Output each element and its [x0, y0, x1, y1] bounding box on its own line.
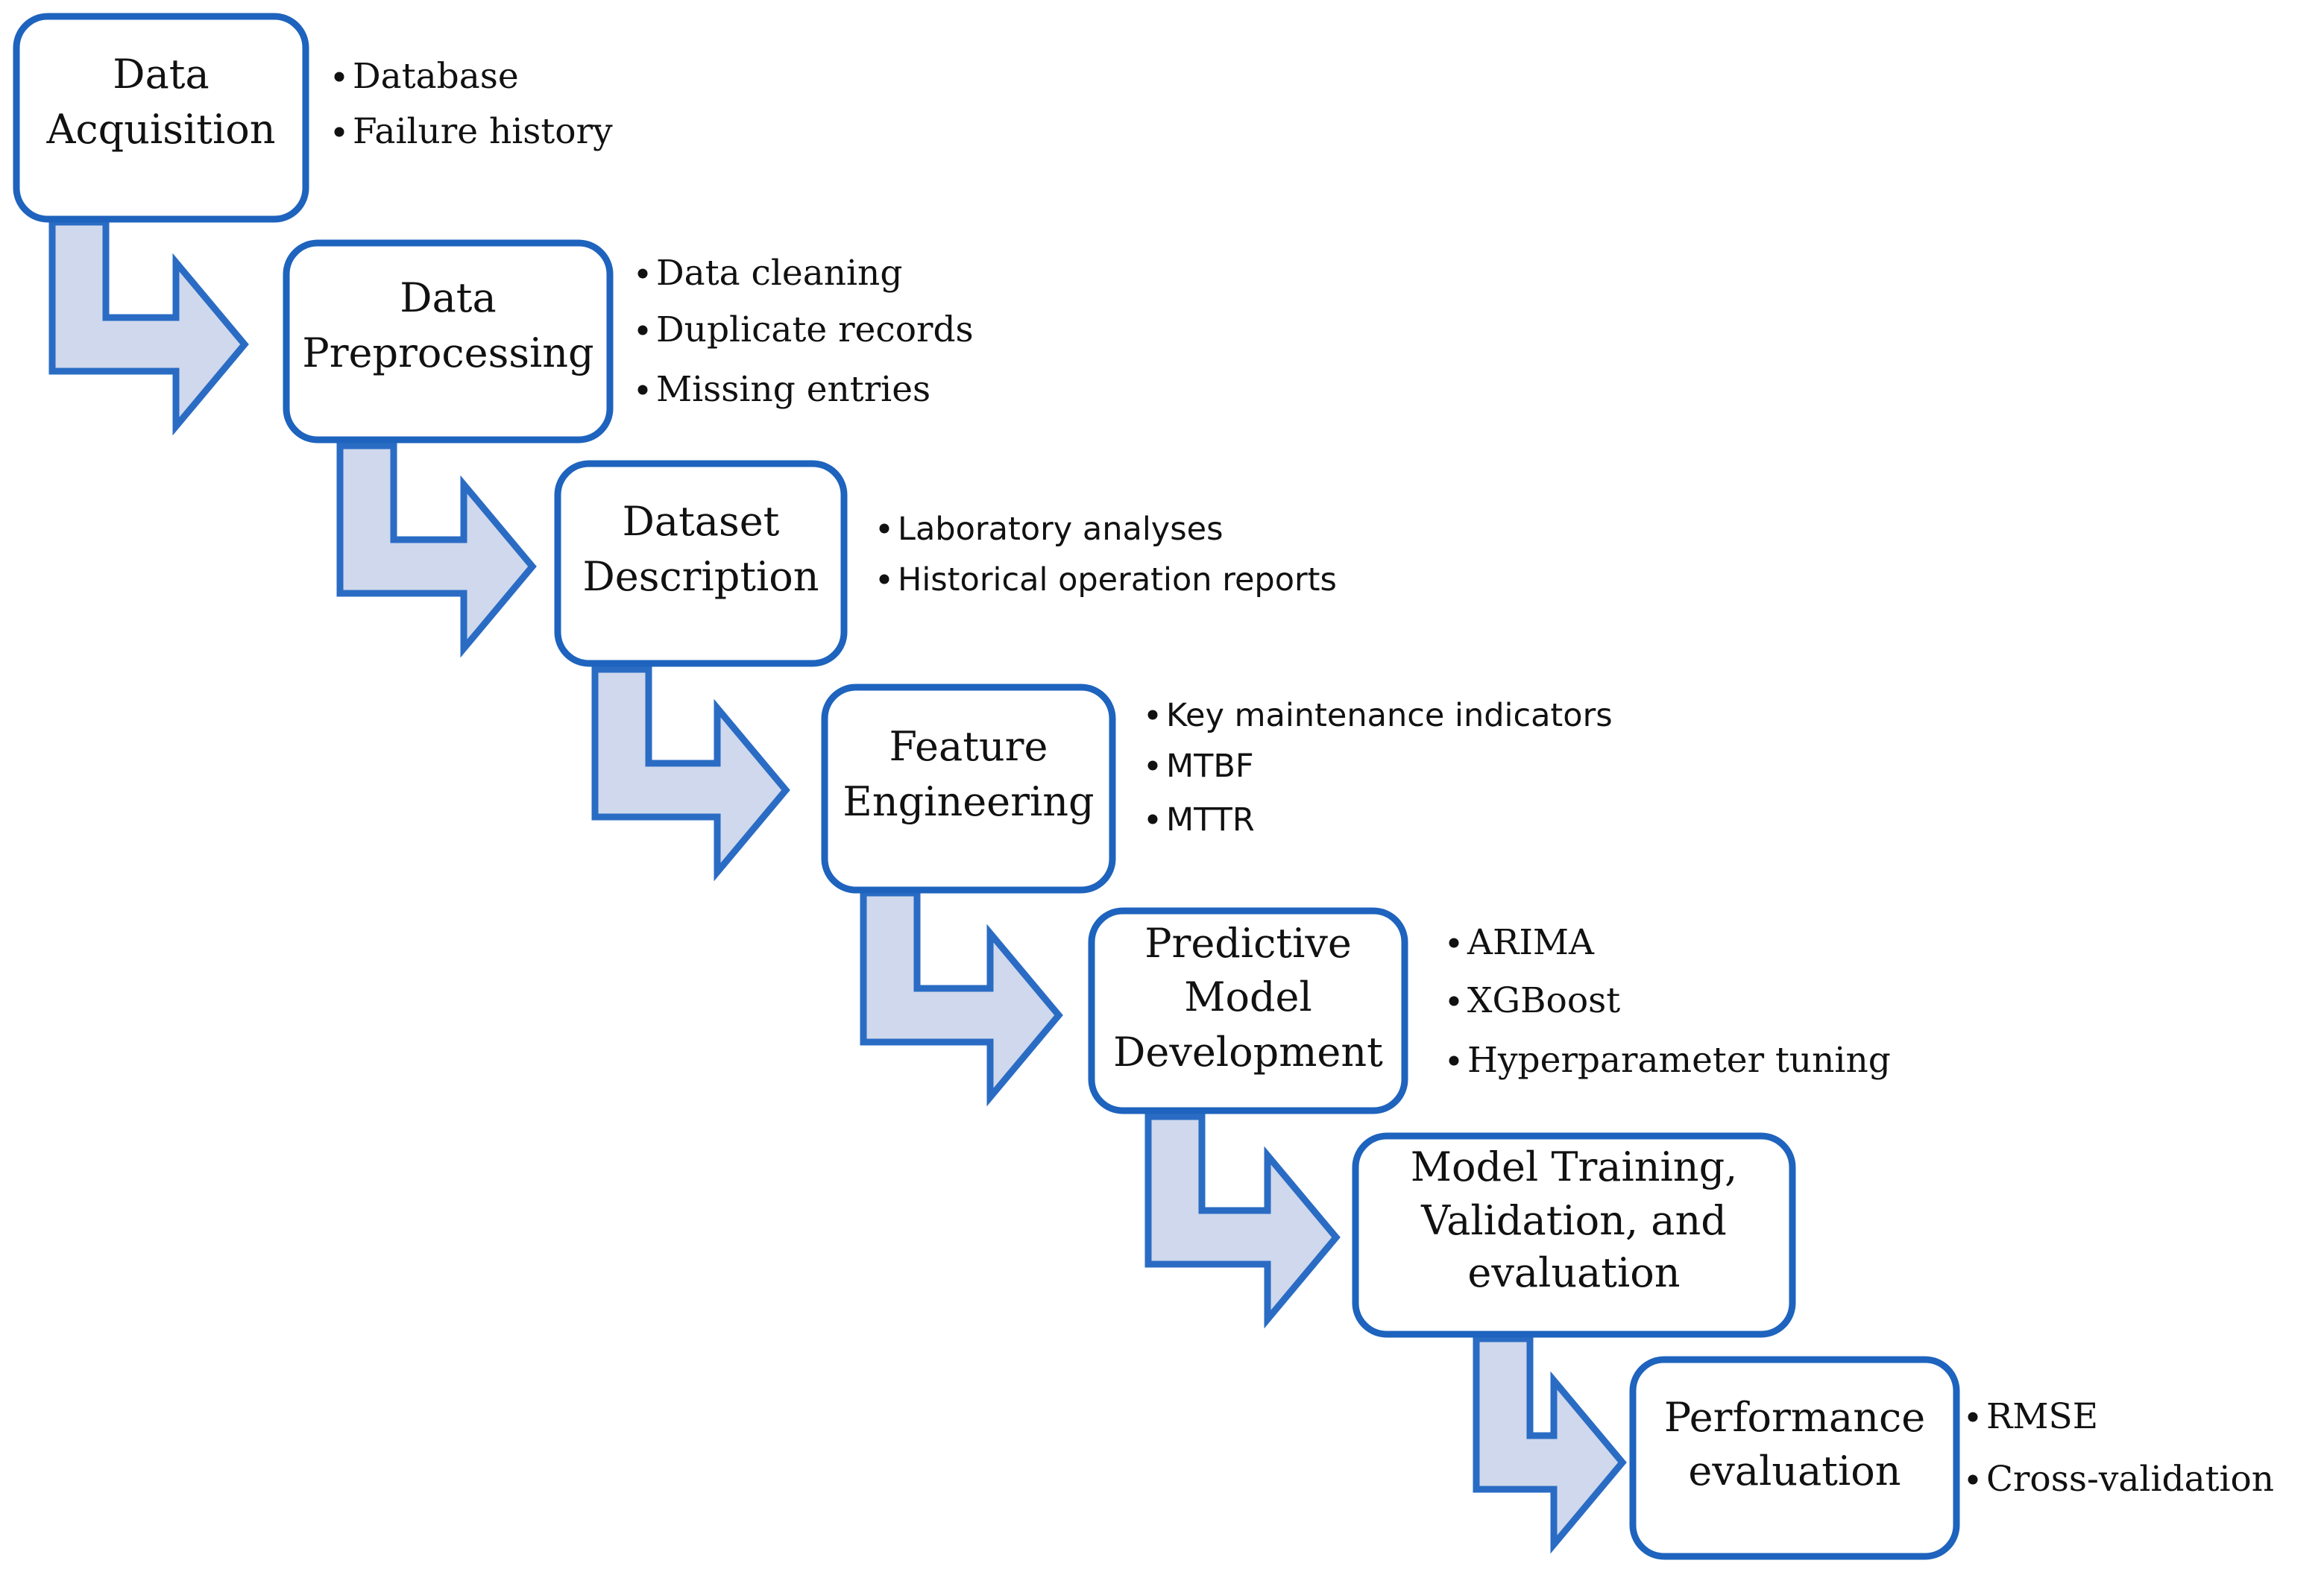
step-7-bullet-item: Cross-validation	[1968, 1459, 2274, 1500]
step-box-frame	[1629, 1356, 1960, 1560]
bullet-dot-icon	[879, 574, 889, 584]
step-5-bullet-item: XGBoost	[1449, 980, 1620, 1021]
boxes-layer: DataAcquisitionDataPreprocessingDatasetD…	[13, 13, 1960, 1560]
step-box-7: Performance evaluation	[1629, 1356, 1960, 1560]
step-2-bullet-item: Missing entries	[637, 369, 930, 410]
bullet-text: ARIMA	[1467, 922, 1595, 963]
bullet-text: MTBF	[1166, 748, 1254, 785]
bullet-text: Cross-validation	[1986, 1459, 2274, 1500]
step-box-frame	[1088, 907, 1408, 1114]
step-title-line: evaluation	[1467, 1249, 1680, 1296]
bullet-dot-icon	[1147, 814, 1158, 824]
step-title-line: Preprocessing	[302, 329, 593, 376]
step-box-6: Model Training, Validation, and evaluation	[1352, 1132, 1796, 1338]
bullet-text: Key maintenance indicators	[1166, 697, 1613, 734]
arrows-layer	[48, 218, 1627, 1554]
bullet-text: RMSE	[1986, 1396, 2098, 1437]
bullet-dot-icon	[637, 268, 648, 279]
flow-arrow-5	[1144, 1113, 1341, 1329]
bullet-dot-icon	[334, 72, 344, 82]
step-5-bullet-item: ARIMA	[1449, 922, 1595, 963]
step-title-line: Performance	[1664, 1394, 1925, 1441]
step-4-bullet-item: MTBF	[1147, 748, 1254, 785]
step-2-bullet-item: Data cleaning	[637, 253, 902, 294]
bullet-dot-icon	[1968, 1474, 1978, 1485]
step-box-frame	[283, 239, 614, 444]
step-title-line: evaluation	[1688, 1448, 1901, 1495]
step-title-line: Model	[1184, 973, 1312, 1020]
bullet-dot-icon	[1147, 710, 1158, 720]
step-3-bullet-item: Laboratory analyses	[879, 511, 1224, 548]
bullet-dot-icon	[1968, 1412, 1978, 1422]
bullet-dot-icon	[334, 127, 344, 137]
bullet-dot-icon	[637, 325, 648, 335]
step-3-bullet-item: Historical operation reports	[879, 561, 1337, 599]
bullet-text: Hyperparameter tuning	[1467, 1040, 1891, 1081]
step-title-line: Description	[582, 553, 819, 600]
step-title-line: Engineering	[843, 778, 1094, 825]
bullet-dot-icon	[879, 523, 889, 534]
bullet-dot-icon	[637, 385, 648, 395]
step-1-bullet-item: Database	[334, 56, 519, 97]
step-title-line: Acquisition	[45, 106, 275, 153]
step-4-bullet-item: MTTR	[1147, 801, 1255, 839]
step-box-frame	[554, 460, 848, 667]
step-4-bullet-item: Key maintenance indicators	[1147, 697, 1613, 734]
step-box-frame	[1352, 1132, 1796, 1338]
step-title-line: Model Training,	[1411, 1143, 1738, 1190]
step-title-line: Dataset	[623, 498, 780, 545]
step-box-frame	[13, 13, 309, 223]
bullet-dot-icon	[1449, 938, 1459, 948]
step-title-line: Data	[400, 274, 496, 321]
flow-arrow-2	[336, 442, 537, 658]
bullet-text: Failure history	[353, 111, 613, 152]
flow-arrow-3	[591, 666, 790, 882]
step-title-line: Feature	[889, 723, 1048, 770]
step-title-line: Data	[113, 51, 209, 98]
step-2-bullet-item: Duplicate records	[637, 309, 974, 350]
bullet-text: XGBoost	[1467, 980, 1620, 1021]
bullet-text: Database	[353, 56, 519, 97]
step-5-bullet-item: Hyperparameter tuning	[1449, 1040, 1891, 1081]
bullet-dot-icon	[1147, 760, 1158, 771]
bullet-dot-icon	[1449, 996, 1459, 1006]
bullet-dot-icon	[1449, 1055, 1459, 1066]
flow-arrow-1	[48, 218, 249, 436]
bullet-text: Missing entries	[656, 369, 930, 410]
step-title-line: Predictive	[1144, 920, 1352, 967]
bullet-text: MTTR	[1166, 801, 1255, 839]
bullet-text: Data cleaning	[656, 253, 902, 294]
step-box-frame	[821, 684, 1116, 894]
step-title-line: Development	[1113, 1029, 1383, 1076]
step-1-bullet-item: Failure history	[334, 111, 613, 152]
bullet-text: Historical operation reports	[898, 561, 1337, 599]
step-7-bullet-item: RMSE	[1968, 1396, 2098, 1437]
flow-arrow-4	[860, 889, 1063, 1107]
bullet-text: Laboratory analyses	[898, 511, 1224, 548]
flow-arrow-6	[1473, 1335, 1627, 1554]
step-title-line: Validation, and	[1420, 1197, 1727, 1244]
bullet-text: Duplicate records	[656, 309, 974, 350]
